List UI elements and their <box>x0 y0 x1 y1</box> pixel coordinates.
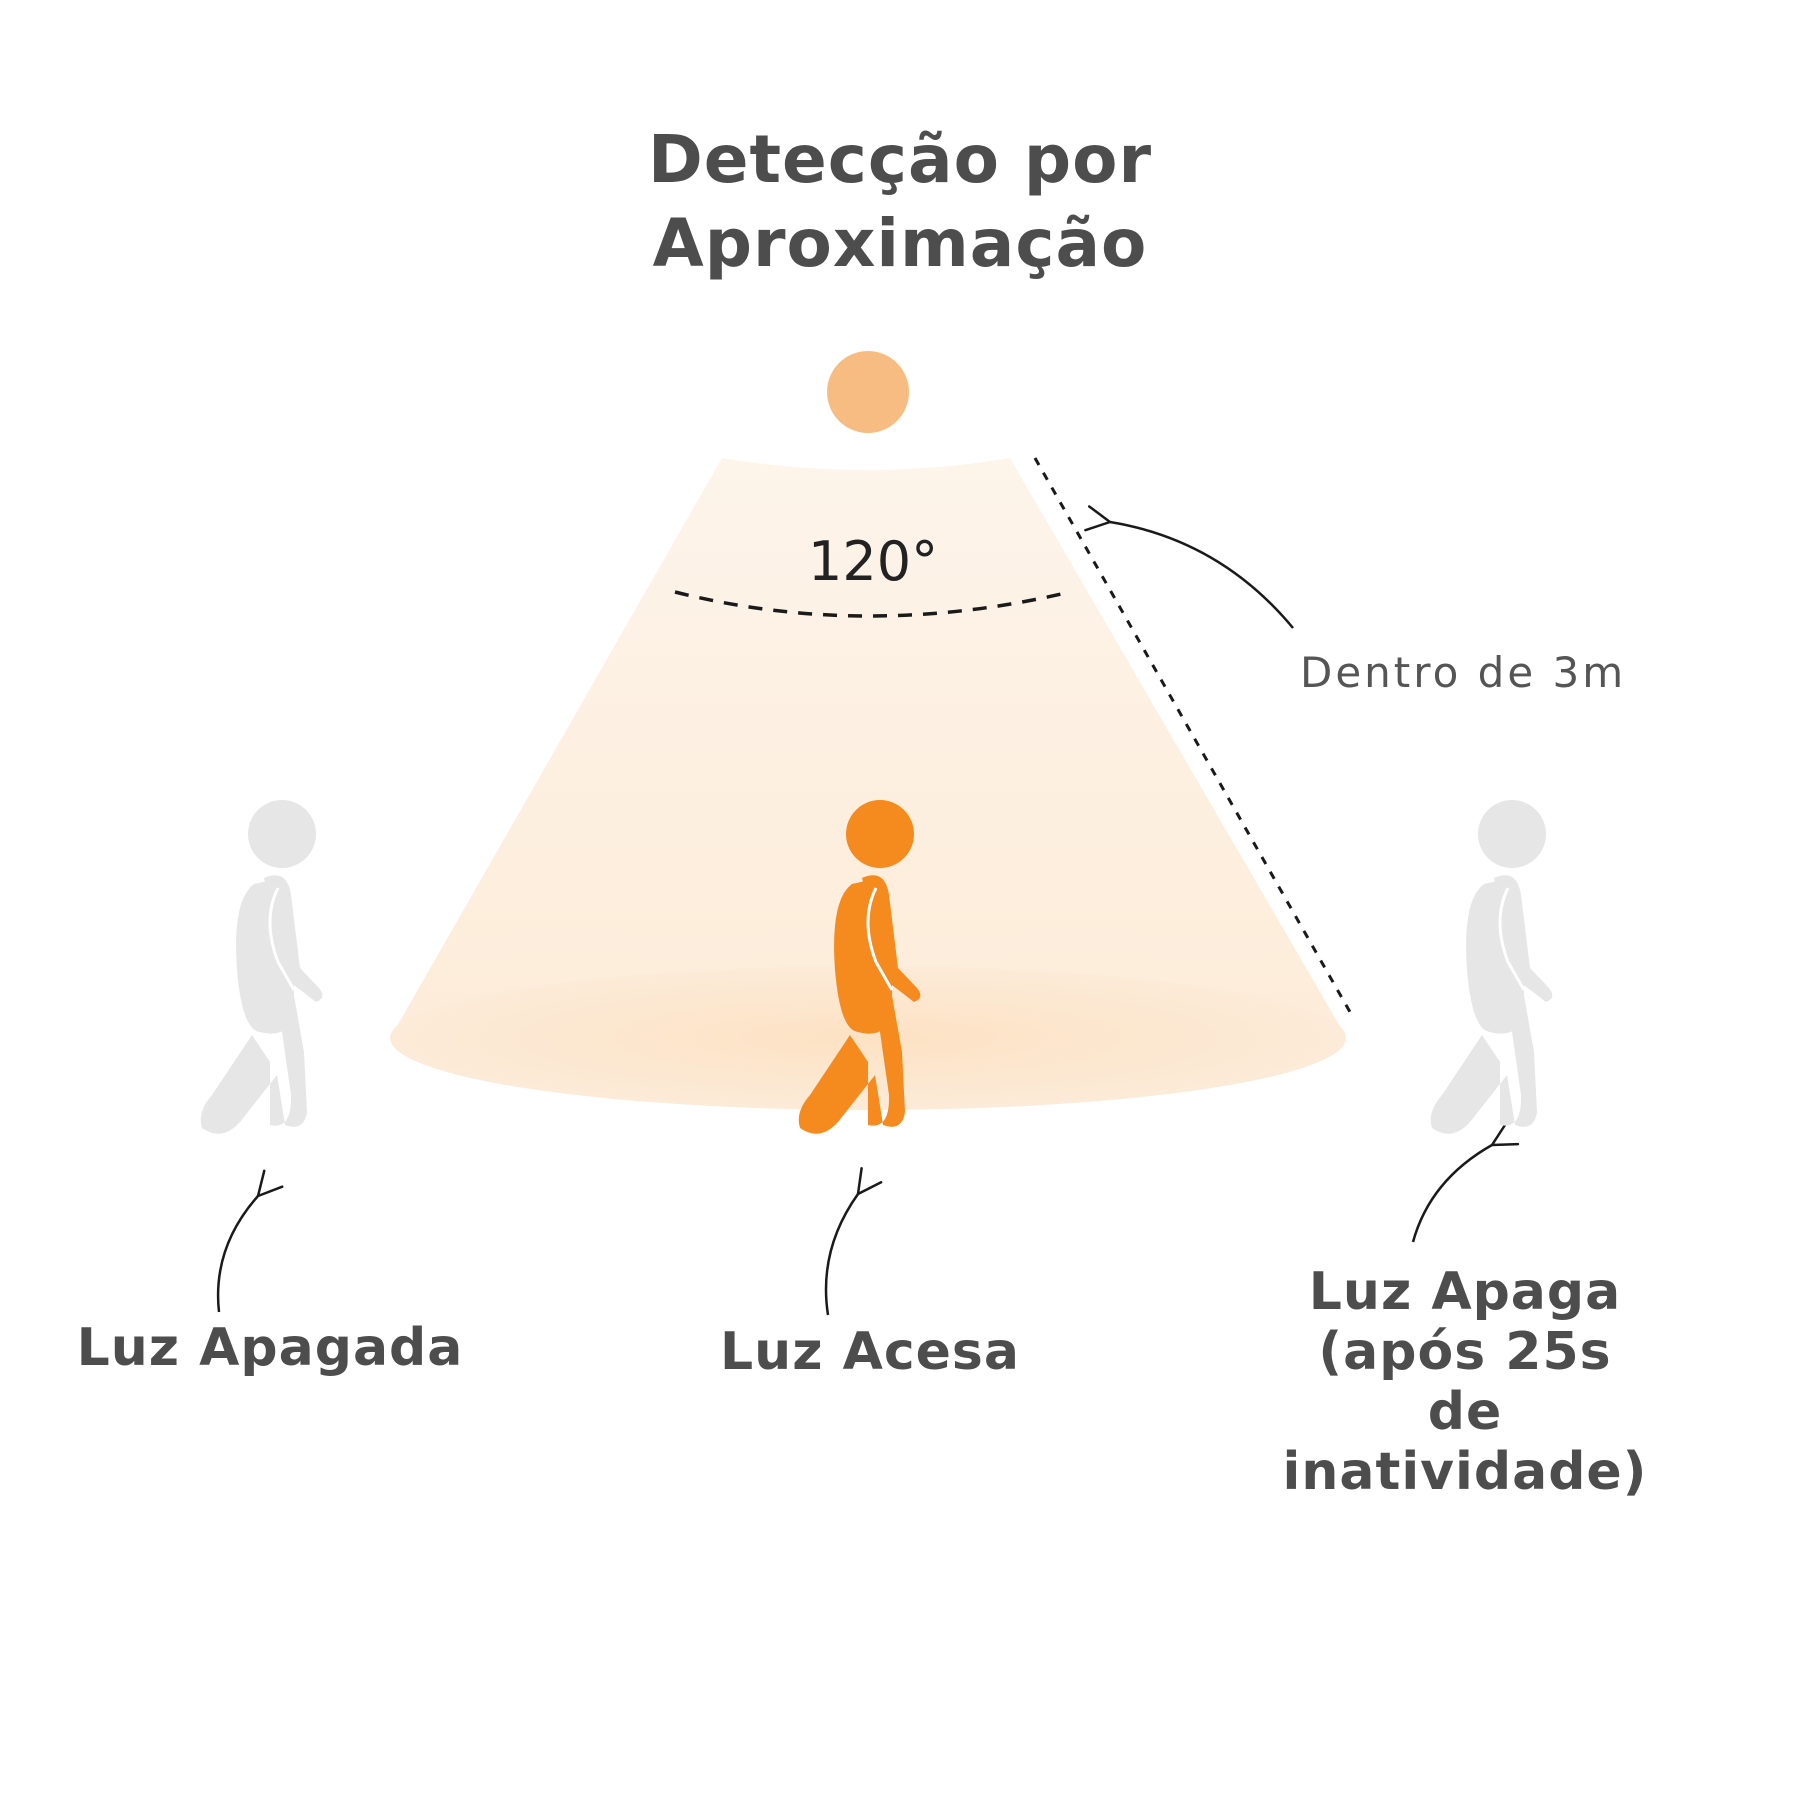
detection-cone <box>392 458 1345 1035</box>
title-line-2: Aproximação <box>652 205 1148 282</box>
angle-label: 120° <box>808 530 939 593</box>
light-off-label: Luz Apagada <box>76 1318 464 1378</box>
turns-off-line-3: de <box>1427 1382 1503 1442</box>
on-curved-arrow-icon <box>824 1167 883 1316</box>
distance-label: Dentro de 3m <box>1300 648 1627 697</box>
light-turns-off-label: Luz Apaga (após 25s de inatividade) <box>1265 1262 1665 1502</box>
distance-curved-arrow-icon <box>1084 505 1294 629</box>
turns-off-line-1: Luz Apaga <box>1308 1262 1622 1322</box>
walking-person-active-icon <box>798 800 921 1134</box>
detection-floor-area <box>390 966 1346 1110</box>
turns-off-curved-arrow-icon <box>1411 1121 1520 1243</box>
sensor-lamp-icon <box>827 351 909 433</box>
light-on-label: Luz Acesa <box>720 1322 1020 1382</box>
angle-arc <box>674 590 1071 618</box>
distance-boundary-line <box>1033 457 1352 1013</box>
walking-person-inactive-left-icon <box>200 800 323 1134</box>
title-line-1: Detecção por <box>647 121 1153 198</box>
walking-person-inactive-right-icon <box>1430 800 1553 1134</box>
off-curved-arrow-icon <box>216 1169 284 1313</box>
turns-off-line-2: (após 25s <box>1318 1322 1612 1382</box>
page-title: Detecção por Aproximação <box>0 118 1800 286</box>
turns-off-line-4: inatividade) <box>1282 1442 1648 1502</box>
